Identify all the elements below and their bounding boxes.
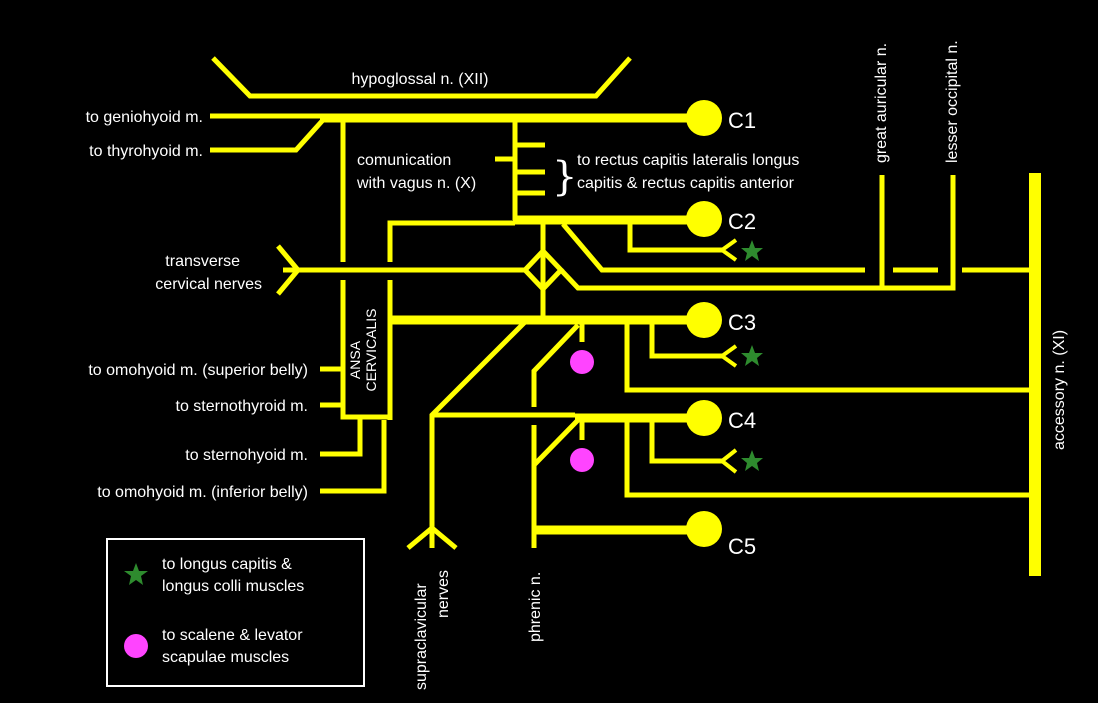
- omohyoid-inf-label: to omohyoid m. (inferior belly): [97, 484, 308, 501]
- c5-label: C5: [728, 534, 756, 559]
- legend-dot-line1: to scalene & levator: [162, 627, 303, 644]
- c3-star-icon: [741, 345, 763, 366]
- c4-fork: [718, 448, 738, 474]
- c2-star-icon: [741, 240, 763, 261]
- phrenic-from-c4: [532, 418, 580, 467]
- legend-star-icon: [124, 563, 148, 585]
- c2-c3-posterior-line: [559, 175, 956, 291]
- sternohyoid-branch: [320, 417, 363, 457]
- hypoglossal-nerve: [211, 56, 632, 99]
- supraclavicular-fork: [406, 524, 458, 550]
- c1-root: [686, 100, 722, 136]
- brace-icon: }: [552, 154, 577, 200]
- legend-star-line2: longus colli muscles: [162, 578, 304, 595]
- ansa-label-line1: ANSA: [347, 340, 363, 379]
- sternothyroid-label: to sternothyroid m.: [176, 398, 309, 415]
- c3-fork: [718, 344, 738, 368]
- supraclavicular-nerve: [429, 320, 527, 548]
- supraclavicular-label-line2: nerves: [435, 570, 452, 618]
- c3-to-accessory: [624, 322, 1030, 393]
- c2-root: [686, 201, 722, 237]
- ansa-label-line2: CERVICALIS: [363, 309, 379, 392]
- c2-label: C2: [728, 209, 756, 234]
- hypoglossal-label: hypoglossal n. (XII): [352, 71, 489, 88]
- c4-label: C4: [728, 408, 756, 433]
- transverse-label-line1: transverse: [165, 253, 240, 270]
- legend-star-line1: to longus capitis &: [162, 556, 292, 573]
- c2-fork: [718, 238, 738, 262]
- omohyoid-sup-label: to omohyoid m. (superior belly): [88, 362, 308, 379]
- phrenic-from-c3: [531, 323, 580, 407]
- c3-scalene-dot: [570, 350, 594, 374]
- vagus-label-line1: comunication: [357, 152, 451, 169]
- thyrohyoid-label: to thyrohyoid m.: [89, 143, 203, 160]
- loop-diamond: [521, 247, 565, 293]
- c5-root: [686, 511, 722, 547]
- c2-to-accessory-line: [561, 222, 865, 273]
- legend-dot-icon: [124, 634, 148, 658]
- thyrohyoid-branch: [210, 118, 325, 153]
- rectus-label-line2: capitis & rectus capitis anterior: [577, 175, 795, 192]
- c4-scalene-dot: [570, 448, 594, 472]
- sternohyoid-label: to sternohyoid m.: [185, 447, 308, 464]
- ansa-left-limb: [340, 280, 390, 420]
- ansa-inferior-root: [387, 220, 515, 262]
- c3-root: [686, 302, 722, 338]
- c3-longus-branch: [649, 322, 722, 359]
- phrenic-label: phrenic n.: [527, 572, 544, 642]
- omohyoid-inf-branch: [320, 420, 387, 494]
- c3-label: C3: [728, 310, 756, 335]
- legend: to longus capitis & longus colli muscles…: [106, 538, 365, 687]
- c4-to-accessory: [624, 420, 1030, 498]
- c4-longus-branch: [649, 420, 722, 464]
- great-auricular-label: great auricular n.: [873, 43, 890, 163]
- legend-box: [106, 538, 365, 687]
- c4-star-icon: [741, 450, 763, 471]
- transverse-label-line2: cervical nerves: [155, 276, 262, 293]
- c4-root: [686, 400, 722, 436]
- legend-dot-line2: scapulae muscles: [162, 649, 289, 666]
- geniohyoid-label: to geniohyoid m.: [86, 109, 203, 126]
- vagus-label-line2: with vagus n. (X): [356, 175, 476, 192]
- c1-label: C1: [728, 108, 756, 133]
- supraclavicular-label-line1: supraclavicular: [413, 583, 430, 690]
- lesser-occipital-label: lesser occipital n.: [944, 40, 961, 163]
- accessory-label: accessory n. (XI): [1051, 330, 1068, 450]
- c2-longus-branch: [627, 222, 722, 253]
- rectus-label-line1: to rectus capitis lateralis longus: [577, 152, 799, 169]
- transverse-fork: [276, 244, 302, 296]
